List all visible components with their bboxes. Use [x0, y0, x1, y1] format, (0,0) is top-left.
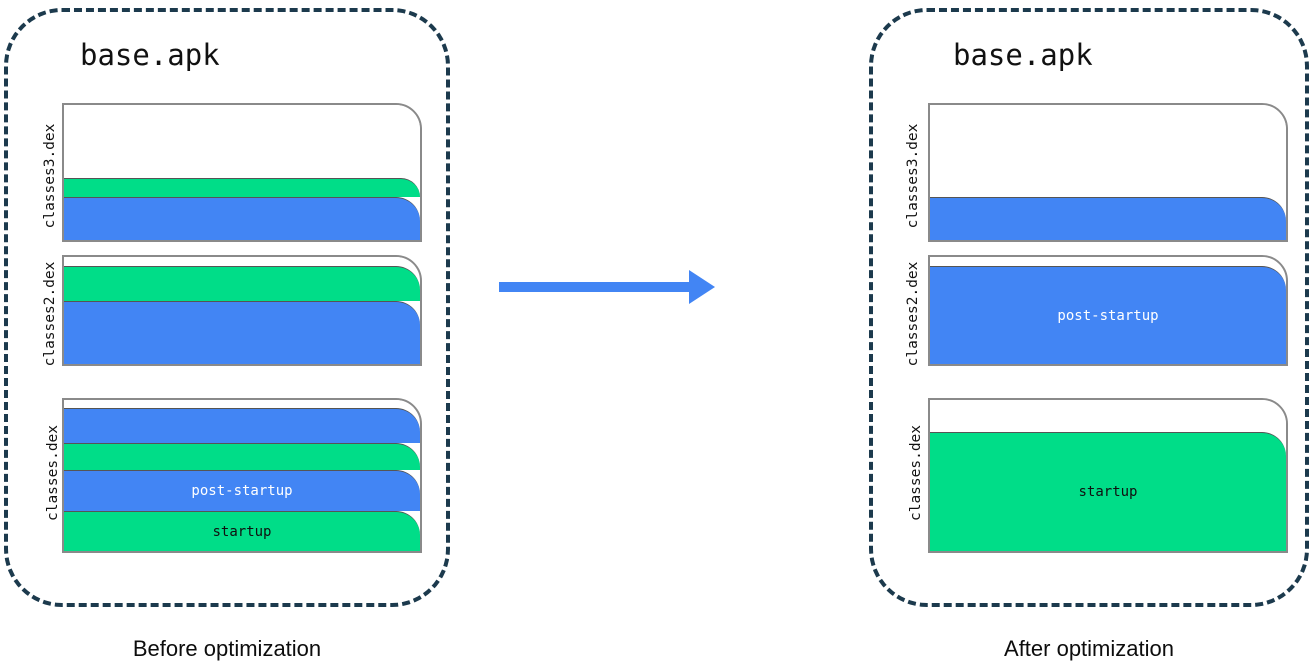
layer-after-classes-startup: startup: [930, 432, 1286, 551]
panel-title-after: base.apk: [953, 38, 1093, 72]
dex-label-before-classes2: classes2.dex: [42, 261, 58, 367]
panel-after-optimization: base.apk: [869, 8, 1309, 607]
dex-label-after-classes: classes.dex: [908, 424, 924, 522]
dex-block-after-classes2: post-startup: [928, 255, 1288, 366]
dex-label-before-classes: classes.dex: [45, 424, 61, 522]
caption-before: Before optimization: [132, 636, 322, 661]
layer-before-classes-startup-1: [64, 443, 420, 470]
arrow-head-icon: [689, 270, 715, 304]
dex-label-before-classes3: classes3.dex: [42, 123, 58, 229]
layer-after-classes3-empty: [930, 105, 1286, 197]
layer-after-classes2-empty: [930, 257, 1286, 266]
layer-before-classes-empty: [64, 400, 420, 408]
panel-before-optimization: base.apk: [4, 8, 450, 607]
layer-label: startup: [1078, 484, 1138, 500]
layer-before-classes2-empty: [64, 257, 420, 266]
layer-after-classes-empty: [930, 400, 1286, 432]
layer-before-classes-startup-2: startup: [64, 511, 420, 551]
optimization-arrow: [499, 268, 721, 308]
layer-after-classes2-poststartup: post-startup: [930, 266, 1286, 364]
layer-before-classes2-poststartup: [64, 301, 420, 364]
arrow-shaft: [499, 282, 695, 292]
dex-block-before-classes: post-startup startup: [62, 398, 422, 553]
dex-block-after-classes: startup: [928, 398, 1288, 553]
caption-after: After optimization: [1004, 636, 1174, 661]
dex-block-before-classes3: [62, 103, 422, 242]
dex-label-after-classes3: classes3.dex: [905, 123, 921, 229]
panel-title-before: base.apk: [80, 38, 220, 72]
layer-before-classes2-startup: [64, 266, 420, 301]
dex-block-after-classes3: [928, 103, 1288, 242]
layer-before-classes-poststartup-1: [64, 408, 420, 443]
layer-before-classes3-empty: [64, 105, 420, 178]
dex-block-before-classes2: [62, 255, 422, 366]
layer-label: startup: [212, 523, 272, 540]
layer-label: post-startup: [191, 483, 293, 499]
layer-before-classes3-startup: [64, 178, 420, 197]
layer-label: post-startup: [1057, 307, 1159, 324]
layer-after-classes3-poststartup: [930, 197, 1286, 240]
layer-before-classes3-poststartup: [64, 197, 420, 240]
layer-before-classes-poststartup-2: post-startup: [64, 470, 420, 511]
dex-label-after-classes2: classes2.dex: [905, 261, 921, 367]
